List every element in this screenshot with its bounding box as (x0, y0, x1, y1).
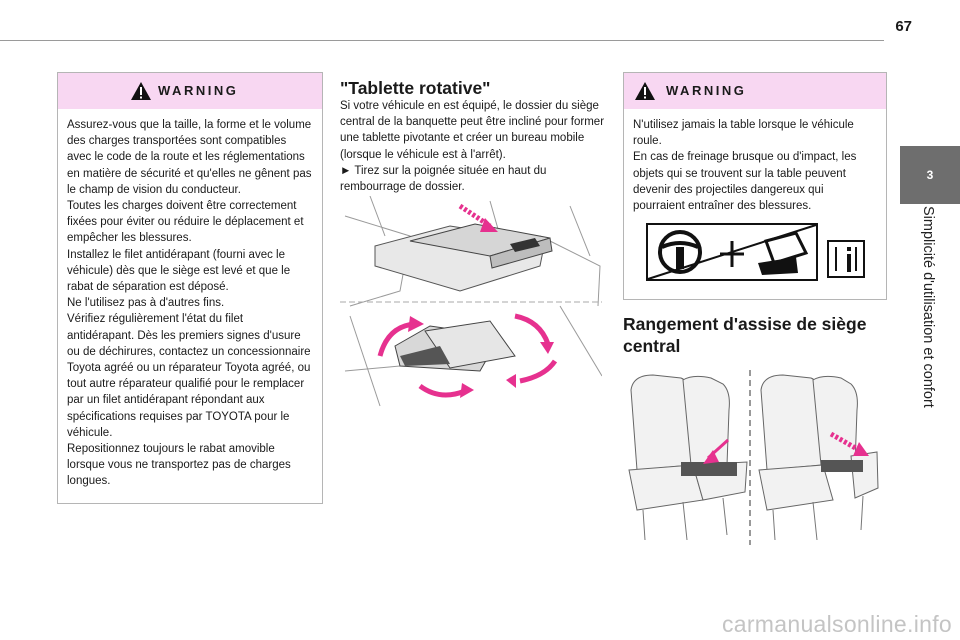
tablette-text: Si votre véhicule en est équipé, le doss… (340, 98, 606, 195)
warning-paragraph: Installez le filet antidérapant (fourni … (67, 248, 291, 294)
warning-body: Assurez-vous que la taille, la forme et … (58, 109, 322, 490)
warning-paragraph: Toutes les charges doivent être correcte… (67, 200, 304, 245)
warning-header: WARNING (58, 73, 322, 109)
section-heading-rangement: Rangement d'assise de siège central (623, 314, 867, 356)
warning-paragraph: N'utilisez jamais la table lorsque le vé… (633, 119, 854, 148)
footer-watermark: carmanualsonline.info (721, 611, 952, 637)
warning-box-load: WARNING Assurez-vous que la taille, la f… (57, 72, 323, 504)
tablette-step: ► Tirez sur la poignée située en haut du… (340, 164, 547, 194)
warning-title: WARNING (666, 83, 747, 98)
chapter-title: Simplicité d'utilisation et confort (920, 206, 936, 408)
chapter-number: 3 (926, 168, 934, 182)
warning-triangle-icon (635, 82, 655, 100)
section-heading-tablette: "Tablette rotative" (340, 78, 491, 98)
warning-paragraph: Repositionnez toujours le rabat amovible… (67, 443, 291, 488)
warning-paragraph: En cas de freinage brusque ou d'impact, … (633, 151, 857, 213)
chapter-tab: 3 (900, 146, 960, 204)
warning-body: N'utilisez jamais la table lorsque le vé… (624, 109, 886, 214)
warning-header: WARNING (624, 73, 886, 109)
warning-triangle-icon (131, 82, 151, 100)
header-divider (0, 40, 884, 41)
tablette-illustration (340, 196, 602, 407)
warning-box-table: WARNING N'utilisez jamais la table lorsq… (623, 72, 887, 300)
chapter-title-vertical: Simplicité d'utilisation et confort (916, 206, 936, 506)
warning-paragraph: Assurez-vous que la taille, la forme et … (67, 119, 312, 196)
warning-title: WARNING (158, 83, 239, 98)
tablette-intro: Si votre véhicule en est équipé, le doss… (340, 100, 605, 161)
warning-paragraph: Ne l'utilisez pas à d'autres fins. (67, 297, 225, 310)
page-number: 67 (895, 18, 912, 35)
warning-paragraph: Vérifiez régulièrement l'état du filet a… (67, 313, 311, 439)
seat-storage-illustration (628, 370, 879, 545)
no-table-while-driving-pictogram (646, 223, 865, 281)
